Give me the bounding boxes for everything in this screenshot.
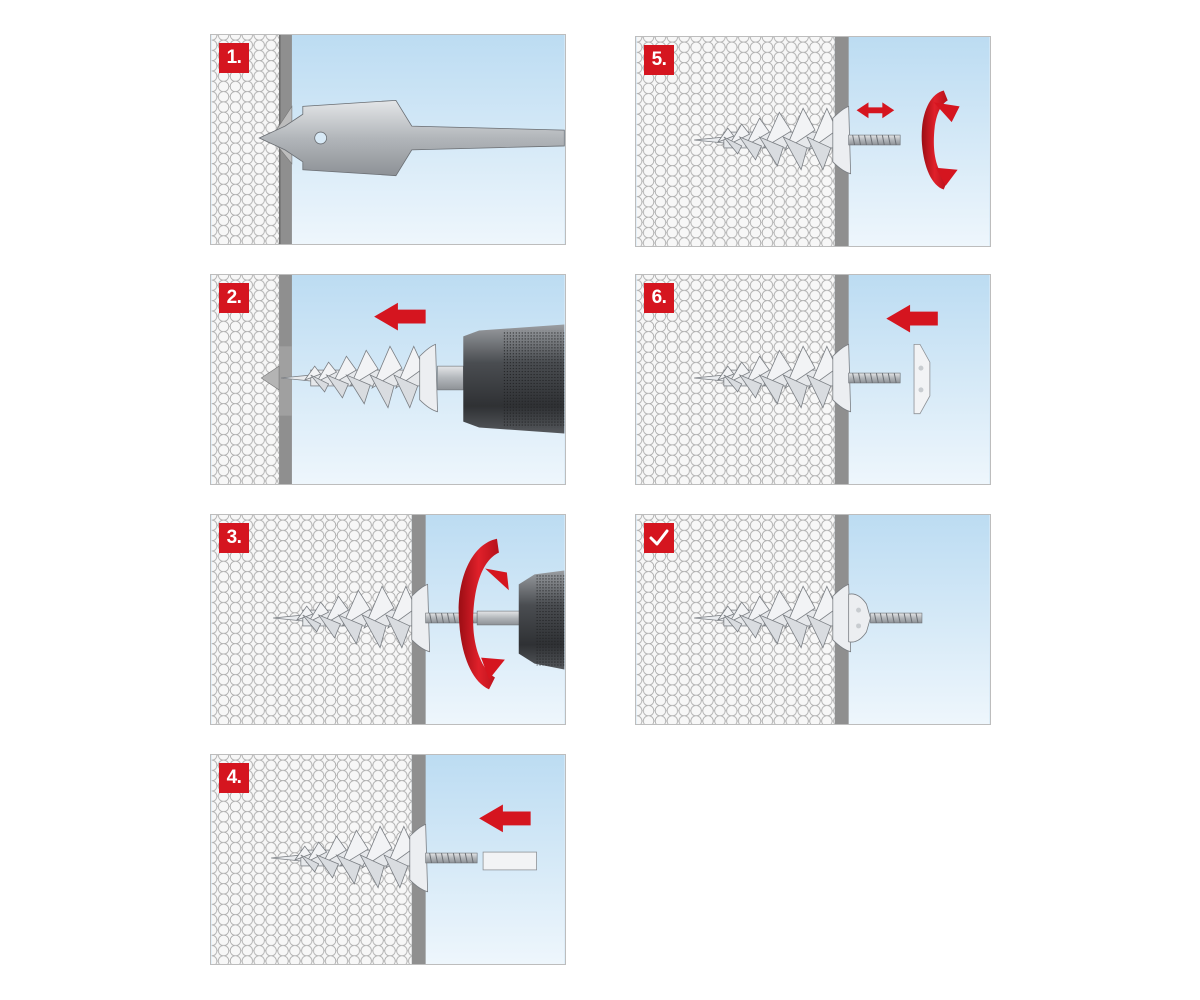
step-number-badge: 3.	[219, 523, 249, 553]
step-2-illustration	[211, 275, 565, 484]
step-number-badge: 5.	[644, 45, 674, 75]
threaded-screw	[848, 372, 901, 384]
step-number-badge: 2.	[219, 283, 249, 313]
checkmark-icon	[644, 523, 674, 553]
threaded-screw	[869, 612, 923, 624]
double-arrow-icon	[856, 102, 895, 119]
step-number-badge: 1.	[219, 43, 249, 73]
step-panel-1: 1.	[210, 34, 566, 245]
step-panel-final	[635, 514, 991, 725]
step-panel-6: 6.	[635, 274, 991, 485]
step-1-illustration	[211, 35, 565, 244]
final-illustration	[636, 515, 990, 724]
step-6-illustration	[636, 275, 990, 484]
drill-chuck	[476, 570, 565, 670]
step-4-illustration	[211, 755, 565, 964]
step-panel-4: 4.	[210, 754, 566, 965]
step-3-illustration	[211, 515, 565, 724]
threaded-screw	[848, 134, 901, 146]
fixture-part	[482, 851, 537, 871]
step-5-illustration	[636, 37, 990, 246]
step-panel-2: 2.	[210, 274, 566, 485]
spade-drill-bit	[258, 99, 565, 177]
step-panel-5: 5.	[635, 36, 991, 247]
washer-disc	[848, 593, 871, 643]
washer-disc	[913, 343, 931, 415]
step-panel-3: 3.	[210, 514, 566, 725]
drill-chuck	[437, 324, 565, 434]
rotate-arrow-icon	[921, 90, 960, 190]
threaded-screw	[425, 852, 478, 864]
step-number-badge: 6.	[644, 283, 674, 313]
step-number-badge: 4.	[219, 763, 249, 793]
